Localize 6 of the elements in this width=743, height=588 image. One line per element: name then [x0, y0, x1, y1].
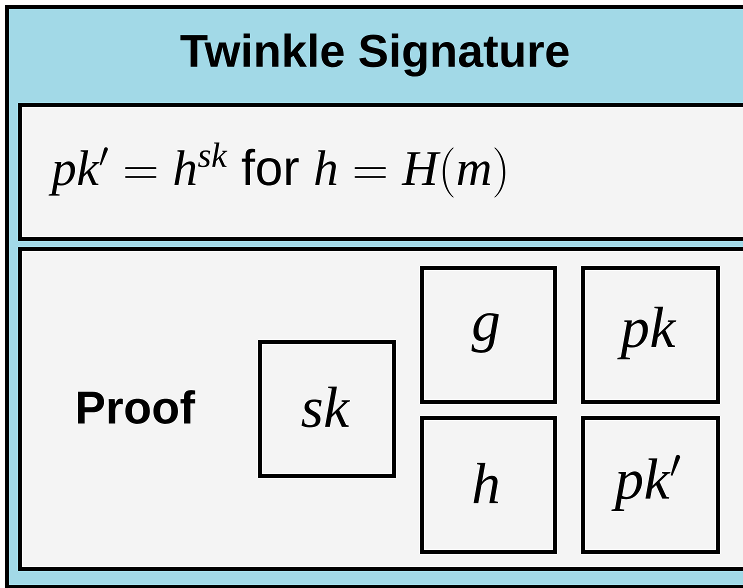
- formula-box: $pk' = h^{sk}$ for $h = H(m)$: [18, 103, 743, 241]
- variable-box: $h$: [420, 416, 557, 554]
- variable-box: $sk$: [258, 340, 396, 478]
- variable-box: $pk$: [581, 266, 720, 404]
- variable-box: $pk'$: [581, 416, 720, 554]
- variable-box: $g$: [420, 266, 557, 404]
